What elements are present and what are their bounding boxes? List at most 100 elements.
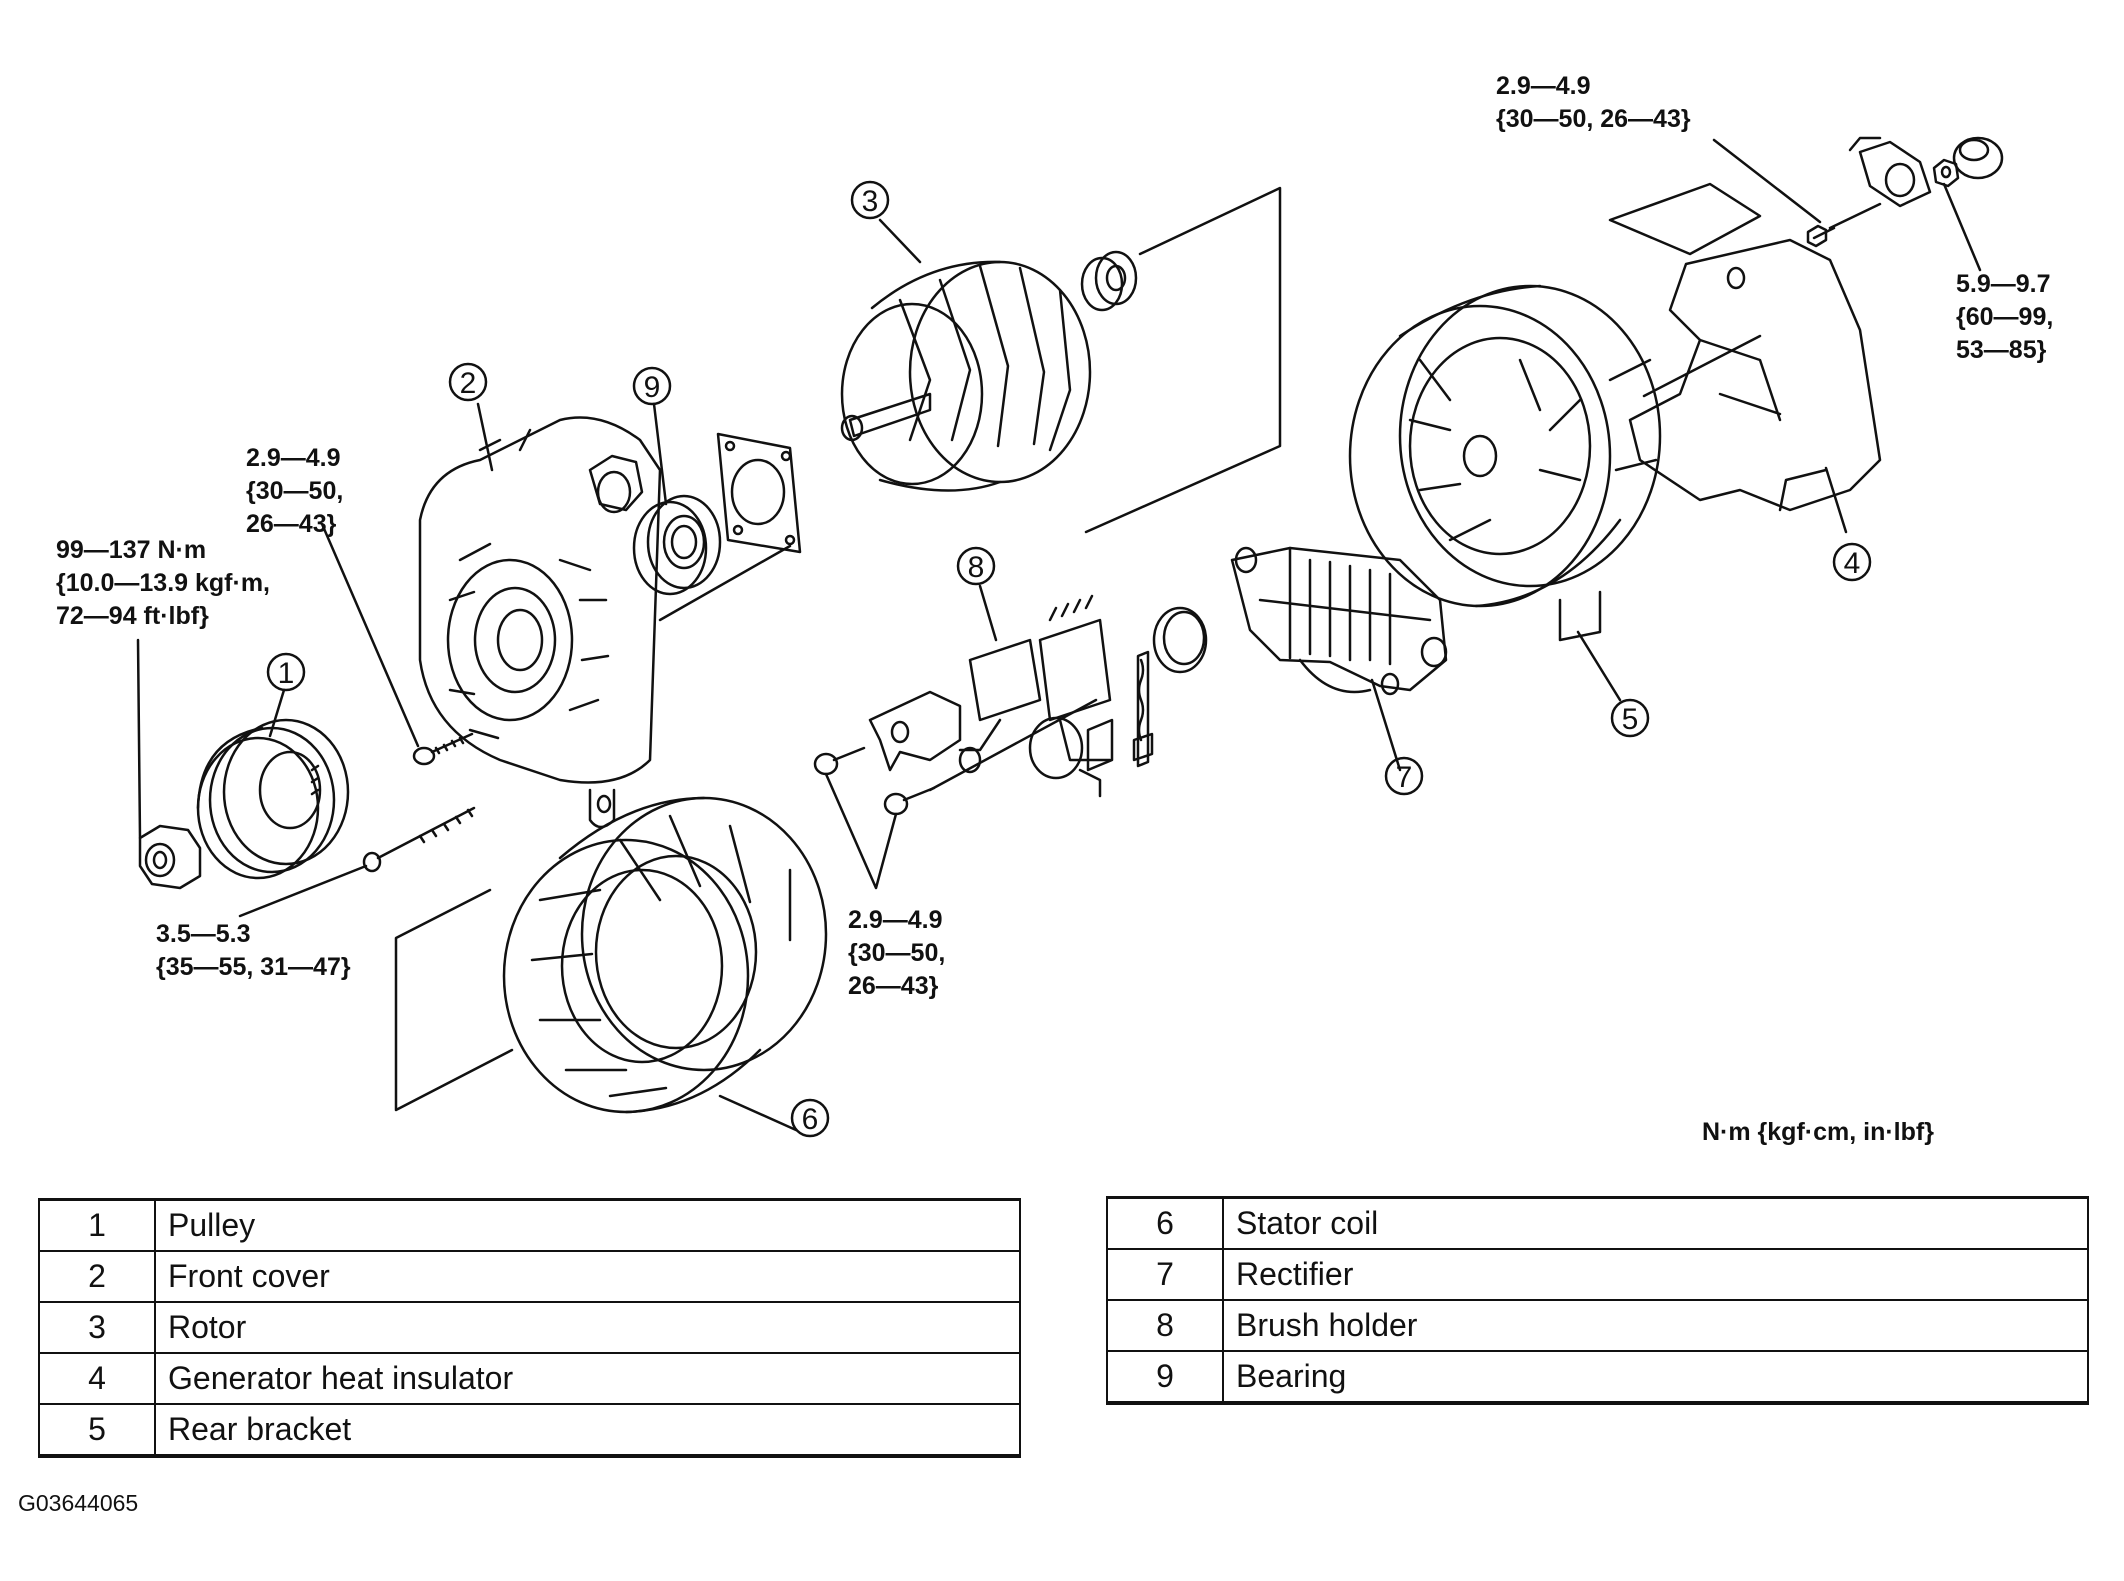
legend-name: Rectifier (1222, 1248, 2089, 1301)
callout-6: 6 (790, 1098, 830, 1138)
callout-8: 8 (956, 546, 996, 586)
front-cover-bolt (412, 732, 474, 766)
brush-holder-leader (978, 584, 998, 642)
callout-7-label: 7 (1396, 761, 1413, 794)
torque-terminal-nut-line3: 53—85} (1956, 336, 2047, 364)
legend-row: 8 Brush holder (1106, 1299, 2089, 1352)
bearing-leader (652, 402, 668, 506)
brush-part (1132, 650, 1154, 768)
legend-row: 6 Stator coil (1106, 1196, 2089, 1250)
front-cover-part (418, 416, 662, 829)
bearing-retainer-plate (716, 432, 802, 554)
brush-screws-leader (824, 772, 898, 890)
brush-holder-plate (868, 690, 982, 774)
torque-front-cover-bolt-line3: 26—43} (246, 510, 337, 538)
legend-row: 1 Pulley (38, 1198, 1021, 1252)
torque-pulley-nut-line1: 99—137 N·m (56, 536, 207, 564)
legend-num: 3 (38, 1301, 156, 1354)
terminal-cap (1952, 136, 2004, 180)
torque-brush-holder-screws-line2: {30—50, (848, 939, 946, 967)
legend-row: 4 Generator heat insulator (38, 1352, 1021, 1405)
legend-row: 7 Rectifier (1106, 1248, 2089, 1301)
stator-coil-part (502, 796, 828, 1114)
rear-axis-line (1828, 202, 1882, 230)
brush-holder-screw-upper (813, 746, 866, 776)
callout-5-label: 5 (1622, 703, 1639, 736)
brush-holder-axis-line (928, 698, 1098, 792)
legend-table-left: 1 Pulley 2 Front cover 3 Rotor 4 Generat… (38, 1198, 1021, 1458)
torque-terminal-nut: 5.9—9.7 {60—99, 53—85} (1956, 268, 2053, 367)
legend-num: 6 (1106, 1196, 1224, 1250)
torque-brush-holder-screws-line3: 26—43} (848, 972, 939, 1000)
torque-rear-bolt-line1: 2.9—4.9 (1496, 72, 1591, 100)
callout-9: 9 (632, 366, 672, 406)
through-bolt-leader (238, 864, 368, 918)
torque-through-bolt: 3.5—5.3 {35—55, 31—47} (156, 918, 351, 984)
rotor-bearing (1080, 250, 1138, 312)
torque-terminal-nut-line1: 5.9—9.7 (1956, 270, 2051, 298)
legend-name: Bearing (1222, 1350, 2089, 1404)
terminal-part (1848, 136, 1932, 208)
brush-holder-screw-lower (883, 786, 936, 816)
callout-8-label: 8 (968, 551, 985, 584)
brush-holder-part (958, 594, 1114, 798)
pulley-leader (268, 688, 286, 738)
legend-name: Brush holder (1222, 1299, 2089, 1352)
callout-1-label: 1 (278, 657, 295, 690)
legend-num: 7 (1106, 1248, 1224, 1301)
legend-num: 1 (38, 1198, 156, 1252)
legend-name: Generator heat insulator (154, 1352, 1021, 1405)
torque-through-bolt-line1: 3.5—5.3 (156, 920, 251, 948)
units-note: N·m {kgf·cm, in·lbf} (1702, 1118, 1934, 1146)
torque-through-bolt-line2: {35—55, 31—47} (156, 953, 351, 981)
callout-5: 5 (1610, 698, 1650, 738)
legend-num: 5 (38, 1403, 156, 1457)
torque-front-cover-bolt: 2.9—4.9 {30—50, 26—43} (246, 442, 343, 541)
torque-brush-holder-screws: 2.9—4.9 {30—50, 26—43} (848, 904, 945, 1003)
rectifier-leader (1370, 678, 1402, 772)
callout-6-label: 6 (802, 1103, 819, 1136)
torque-front-cover-bolt-line1: 2.9—4.9 (246, 444, 341, 472)
torque-front-cover-bolt-line2: {30—50, (246, 477, 344, 505)
callout-7: 7 (1384, 756, 1424, 796)
rear-bolt (1806, 224, 1836, 248)
legend-name: Front cover (154, 1250, 1021, 1303)
torque-rear-bolt-line2: {30—50, 26—43} (1496, 105, 1691, 133)
legend-name: Pulley (154, 1198, 1021, 1252)
heat-insulator-part (1608, 182, 1882, 512)
rear-bracket-part (1348, 284, 1762, 642)
callout-3: 3 (850, 180, 890, 220)
torque-terminal-nut-line2: {60—99, (1956, 303, 2054, 331)
callout-9-label: 9 (644, 371, 661, 404)
pulley-nut-leader (136, 638, 142, 840)
legend-row: 9 Bearing (1106, 1350, 2089, 1404)
torque-pulley-nut-line3: 72—94 ft·lbf} (56, 602, 209, 630)
exploded-view-diagram: 1 2 3 4 5 6 7 8 9 (136, 136, 2004, 1138)
bearing-part (632, 494, 722, 596)
legend-row: 2 Front cover (38, 1250, 1021, 1303)
legend-num: 8 (1106, 1299, 1224, 1352)
heat-insulator-leader (1824, 466, 1848, 534)
stator-leader (718, 1094, 798, 1132)
legend-row: 3 Rotor (38, 1301, 1021, 1354)
torque-brush-holder-screws-line1: 2.9—4.9 (848, 906, 943, 934)
callout-2: 2 (448, 362, 488, 402)
callout-4-label: 4 (1844, 547, 1861, 580)
front-cover-leader (476, 402, 494, 472)
pulley-nut (138, 824, 202, 890)
terminal-nut (1932, 158, 1960, 188)
figure-id: G03644065 (18, 1490, 139, 1516)
callout-4: 4 (1832, 542, 1872, 582)
rotor-part (840, 260, 1092, 492)
legend-num: 9 (1106, 1350, 1224, 1404)
pulley-part (196, 718, 350, 880)
torque-pulley-nut-line2: {10.0—13.9 kgf·m, (56, 569, 270, 597)
legend-name: Stator coil (1222, 1196, 2089, 1250)
legend-num: 4 (38, 1352, 156, 1405)
legend-num: 2 (38, 1250, 156, 1303)
torque-rear-bolt: 2.9—4.9 {30—50, 26—43} (1496, 70, 1691, 136)
legend-name: Rotor (154, 1301, 1021, 1354)
rectifier-part (1230, 546, 1448, 696)
callout-2-label: 2 (460, 367, 477, 400)
rear-bolt-leader (1712, 138, 1822, 224)
